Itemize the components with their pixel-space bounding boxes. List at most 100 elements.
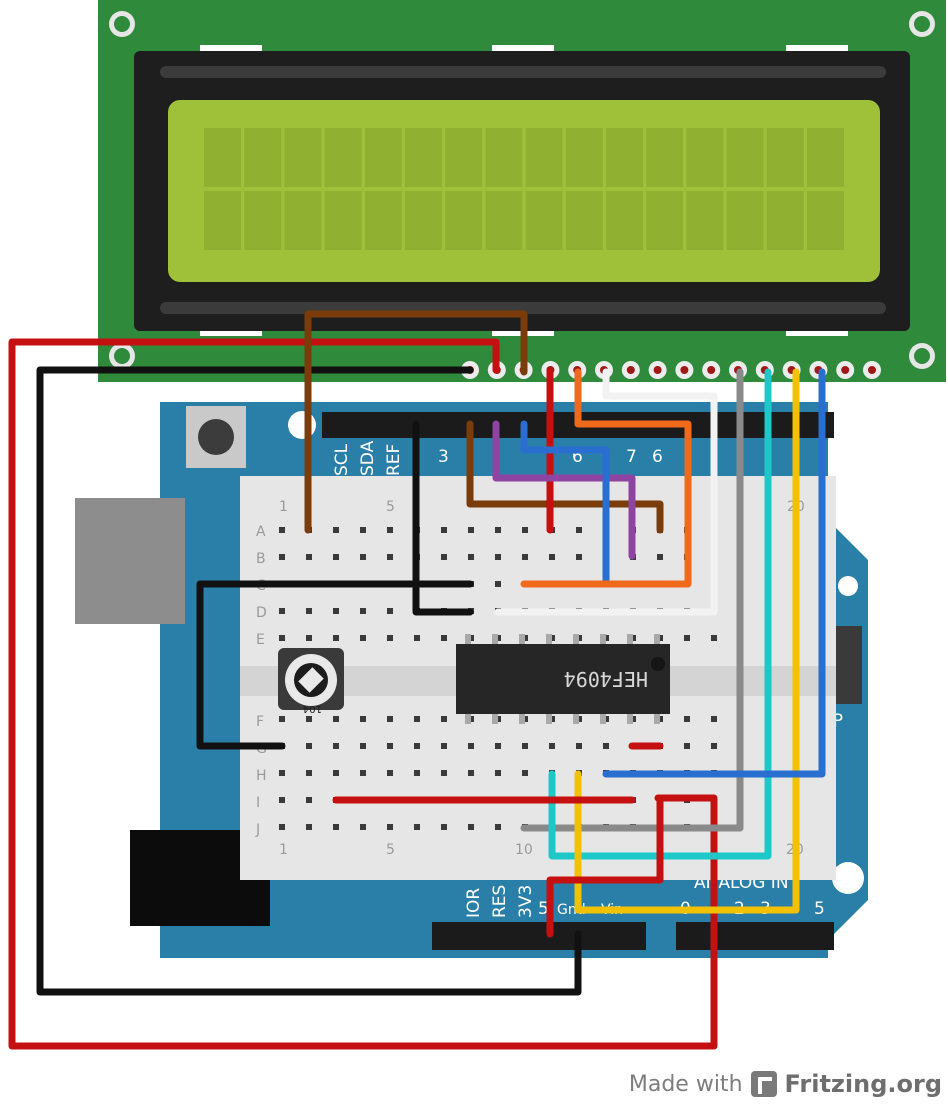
digital-number-6b: 6 — [652, 447, 663, 467]
label-scl: SCL — [332, 443, 352, 476]
col-number-5-top: 5 — [386, 499, 395, 515]
col-number-1-bottom: 1 — [279, 842, 288, 858]
usb-connector — [75, 498, 185, 624]
lcd-char-cell — [364, 191, 402, 250]
breadboard-hole — [279, 554, 285, 560]
lcd-char-cell — [606, 128, 643, 187]
breadboard-hole — [684, 635, 690, 641]
lcd-char-cell — [525, 191, 563, 250]
lcd-char-cell — [646, 191, 684, 250]
breadboard-hole — [468, 527, 474, 533]
chip-label: HEF4094 — [564, 667, 648, 691]
breadboard-hole — [333, 527, 339, 533]
breadboard-hole — [684, 716, 690, 722]
label-ref: REF — [384, 444, 404, 476]
analog-number-5: 5 — [814, 899, 825, 919]
breadboard-hole — [279, 527, 285, 533]
row-label-h: H — [256, 768, 267, 784]
wire-red-5v — [546, 796, 664, 938]
lcd-char-cell — [807, 191, 844, 250]
breadboard-hole — [360, 743, 366, 749]
lcd-char-cell — [646, 128, 684, 187]
breadboard-hole — [684, 743, 690, 749]
potentiometer-label: 104 — [303, 703, 322, 714]
breadboard-hole — [576, 743, 582, 749]
lcd-char-cell — [244, 191, 282, 250]
lcd-char-cell — [766, 128, 804, 187]
row-label-a: A — [256, 524, 266, 540]
breadboard-hole — [306, 797, 312, 803]
lcd-char-cell — [405, 128, 442, 187]
fritzing-footer: Made with Fritzing.org — [629, 1068, 942, 1100]
digital-labels: SCL SDA REF 3 6 7 6 — [332, 440, 663, 476]
col-number-5-bottom: 5 — [386, 842, 395, 858]
breadboard-hole — [495, 554, 501, 560]
breadboard-hole — [576, 554, 582, 560]
lcd-char-cell — [565, 128, 603, 187]
wire-blue-lcd — [602, 368, 826, 778]
breadboard-hole — [522, 554, 528, 560]
breadboard-hole — [333, 716, 339, 722]
analog-header — [676, 922, 834, 950]
lcd-char-cell — [606, 191, 643, 250]
row-label-j: J — [255, 822, 260, 838]
breadboard-hole — [387, 716, 393, 722]
breadboard-hole — [441, 716, 447, 722]
wire-white — [494, 368, 718, 616]
label-5v: 5 — [538, 899, 549, 919]
breadboard-hole — [333, 608, 339, 614]
wire-brown-digital — [466, 420, 664, 534]
lcd-char-cell — [284, 191, 322, 250]
breadboard-hole — [549, 554, 555, 560]
breadboard-hole — [306, 824, 312, 830]
breadboard-hole — [414, 743, 420, 749]
digital-number-6a: 6 — [572, 447, 583, 467]
wire-purple — [492, 420, 636, 560]
lcd-char-cell — [766, 191, 804, 250]
lcd-char-cell — [525, 128, 563, 187]
breadboard-hole — [279, 716, 285, 722]
breadboard-hole — [387, 824, 393, 830]
breadboard-hole — [360, 716, 366, 722]
label-3v3: 3V3 — [516, 885, 536, 918]
row-label-d: D — [256, 605, 267, 621]
potentiometer[interactable]: 104 — [278, 648, 344, 714]
breadboard-hole — [333, 554, 339, 560]
breadboard-hole — [522, 527, 528, 533]
breadboard-hole — [711, 635, 717, 641]
lcd-char-cell — [485, 191, 523, 250]
wires — [8, 310, 826, 1050]
wire-brown-lcd-v0 — [304, 310, 528, 534]
breadboard-hole — [387, 743, 393, 749]
breadboard-hole — [657, 554, 663, 560]
breadboard-hole — [306, 716, 312, 722]
lcd-pin-hole — [653, 366, 662, 374]
lcd-char-cell — [324, 128, 362, 187]
breadboard-hole — [360, 527, 366, 533]
lcd-char-cell — [405, 191, 442, 250]
digital-number-3: 3 — [438, 447, 449, 467]
breadboard-hole — [360, 635, 366, 641]
breadboard-hole — [414, 824, 420, 830]
breadboard-hole — [441, 743, 447, 749]
fritzing-logo-icon — [750, 1071, 777, 1097]
lcd-char-cell — [565, 191, 603, 250]
icsp-header — [836, 626, 862, 704]
breadboard-hole — [279, 770, 285, 776]
breadboard-hole — [333, 743, 339, 749]
breadboard-hole — [441, 554, 447, 560]
breadboard-hole — [468, 770, 474, 776]
wire-gray — [520, 368, 744, 832]
wire-black-digital — [412, 420, 474, 616]
breadboard-hole — [333, 824, 339, 830]
breadboard-hole — [387, 635, 393, 641]
breadboard-hole — [468, 824, 474, 830]
breadboard-hole — [360, 554, 366, 560]
breadboard-hole — [711, 716, 717, 722]
lcd-char-cell — [244, 128, 282, 187]
fritzing-brand[interactable]: Fritzing.org — [784, 1070, 942, 1098]
breadboard-hole — [495, 581, 501, 587]
breadboard-hole — [711, 743, 717, 749]
breadboard-hole — [387, 770, 393, 776]
chip-pins-top — [465, 634, 660, 646]
